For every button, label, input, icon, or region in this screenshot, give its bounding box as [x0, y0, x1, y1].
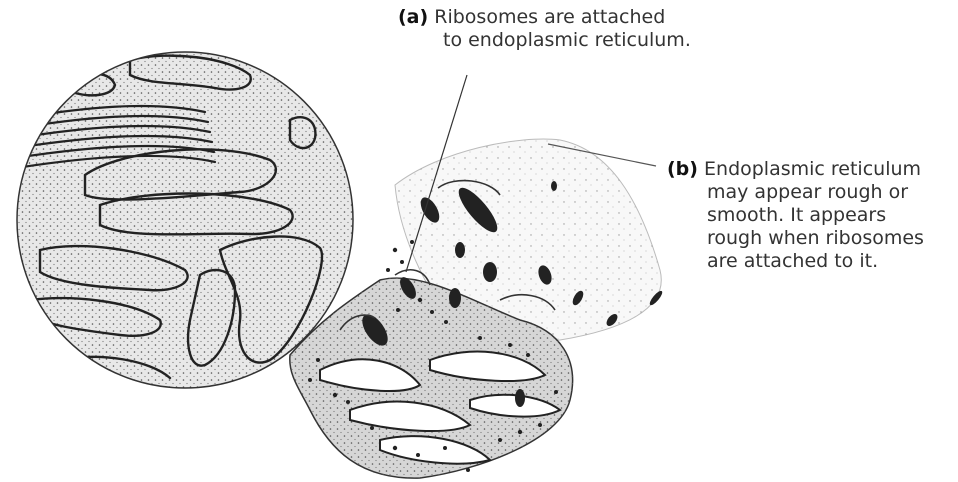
- label-a: (a) Ribosomes are attached to endoplasmi…: [398, 6, 691, 52]
- label-b-letter: (b): [667, 158, 698, 180]
- label-b: (b) Endoplasmic reticulum may appear rou…: [667, 158, 924, 273]
- label-b-line-4: rough when ribosomes: [667, 227, 924, 250]
- label-b-line-3: smooth. It appears: [667, 204, 924, 227]
- label-b-line-1: Endoplasmic reticulum: [704, 158, 921, 180]
- label-a-line-2: to endoplasmic reticulum.: [398, 29, 691, 52]
- label-b-line-2: may appear rough or: [667, 181, 924, 204]
- label-b-line-5: are attached to it.: [667, 250, 924, 273]
- label-a-letter: (a): [398, 6, 428, 28]
- micrograph-circle: [15, 39, 353, 388]
- label-a-line-1: Ribosomes are attached: [434, 6, 665, 28]
